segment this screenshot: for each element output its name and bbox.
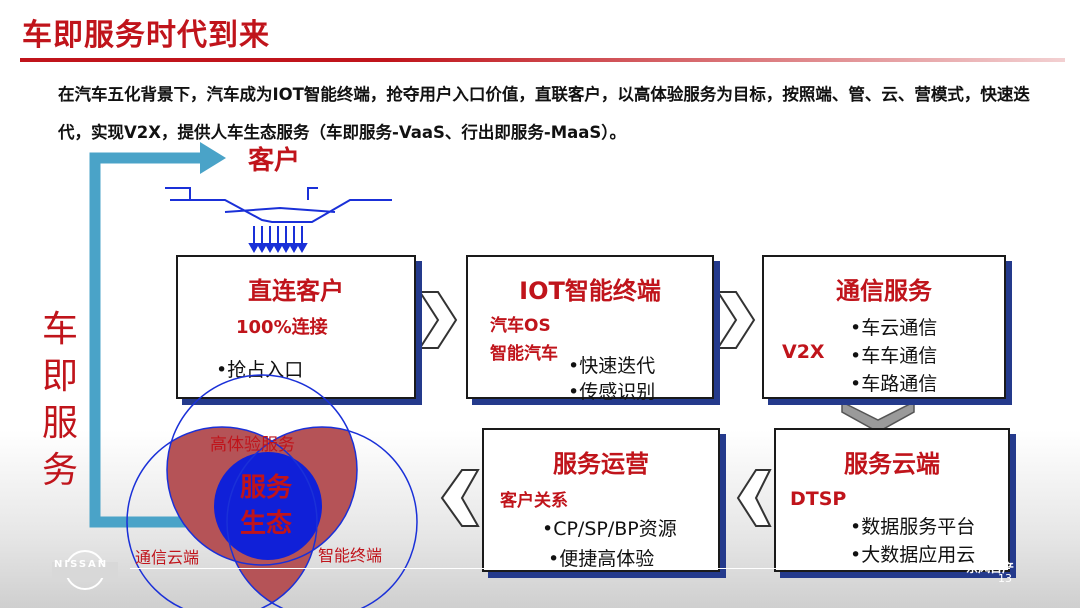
loop-arrow (89, 152, 207, 528)
funnel-icon (165, 187, 392, 223)
nissan-logo-icon (52, 550, 118, 590)
box-title: 通信服务 (836, 277, 932, 305)
footer-brand: 东风日产 (966, 561, 1015, 575)
box-bullet: •CP/SP/BP资源 (542, 518, 677, 540)
vertical-label: 车 即 服 务 (40, 306, 80, 494)
box-bullet: •数据服务平台 (850, 516, 976, 538)
box-red-label: 智能汽车 (490, 344, 558, 364)
venn-center-label: 服务 生态 (226, 470, 306, 542)
vertical-char: 服 (41, 403, 78, 444)
box-service-operations: 服务运营 客户关系 •CP/SP/BP资源 •便捷高体验 (482, 428, 720, 572)
chevron-right-arrow-2 (716, 291, 756, 349)
venn-circle-top (166, 374, 358, 566)
venn-label-right: 智能终端 (318, 546, 383, 565)
vertical-char: 务 (41, 450, 78, 491)
box-subtitle: 100%连接 (236, 317, 328, 338)
box-bullet: •便捷高体验 (548, 548, 655, 570)
venn-center-line: 服务 (239, 473, 292, 503)
box-bullet: •传感识别 (568, 381, 656, 403)
box-side-label: DTSP (790, 488, 847, 510)
box-title: 直连客户 (248, 277, 344, 305)
box-side-label: 客户关系 (500, 491, 568, 511)
venn-circle-left (126, 426, 318, 608)
intro-text: 在汽车五化背景下，汽车成为IOT智能终端，抢夺用户入口价值，直联客户，以高体验服… (58, 85, 1030, 142)
customer-label: 客户 (248, 146, 301, 176)
venn-label-left: 通信云端 (135, 548, 200, 567)
loop-arrow-head (200, 142, 226, 174)
box-title: 服务云端 (844, 450, 940, 478)
box-bullet: •车路通信 (850, 373, 938, 395)
chevron-left-arrow-1 (736, 469, 772, 527)
venn-center-line: 生态 (239, 509, 292, 539)
box-red-label: 汽车OS (490, 316, 551, 336)
venn-label-top: 高体验服务 (210, 435, 295, 455)
page-title: 车即服务时代到来 (22, 18, 270, 53)
page-number: 13 (998, 572, 1012, 585)
funnel-down-arrows (248, 226, 308, 254)
venn-center (214, 452, 322, 560)
chevron-down-arrow (841, 400, 915, 433)
footer-rule (130, 568, 1010, 569)
venn-circle-right (226, 426, 418, 608)
title-underline (20, 58, 1065, 62)
box-communication: 通信服务 V2X •车云通信 •车车通信 •车路通信 (762, 255, 1006, 399)
box-direct-customer: 直连客户 100%连接 •抢占入口 (176, 255, 416, 399)
nissan-logo-text: NISSAN (54, 559, 109, 570)
vertical-char: 车 (41, 309, 78, 350)
chevron-left-arrow-2 (440, 469, 480, 527)
chevron-right-arrow-1 (418, 291, 458, 349)
box-bullet: •车车通信 (850, 345, 938, 367)
box-title: IOT智能终端 (519, 277, 661, 305)
box-title: 服务运营 (553, 450, 649, 478)
box-bullet: •抢占入口 (216, 359, 304, 381)
box-side-label: V2X (782, 341, 825, 363)
vertical-char: 即 (41, 356, 78, 397)
box-iot-terminal: IOT智能终端 汽车OS 智能汽车 •快速迭代 •传感识别 (466, 255, 714, 403)
box-bullet: •大数据应用云 (850, 544, 976, 566)
box-bullet: •车云通信 (850, 317, 938, 339)
box-service-cloud: 服务云端 DTSP •数据服务平台 •大数据应用云 (774, 428, 1010, 572)
box-bullet: •快速迭代 (568, 355, 656, 377)
